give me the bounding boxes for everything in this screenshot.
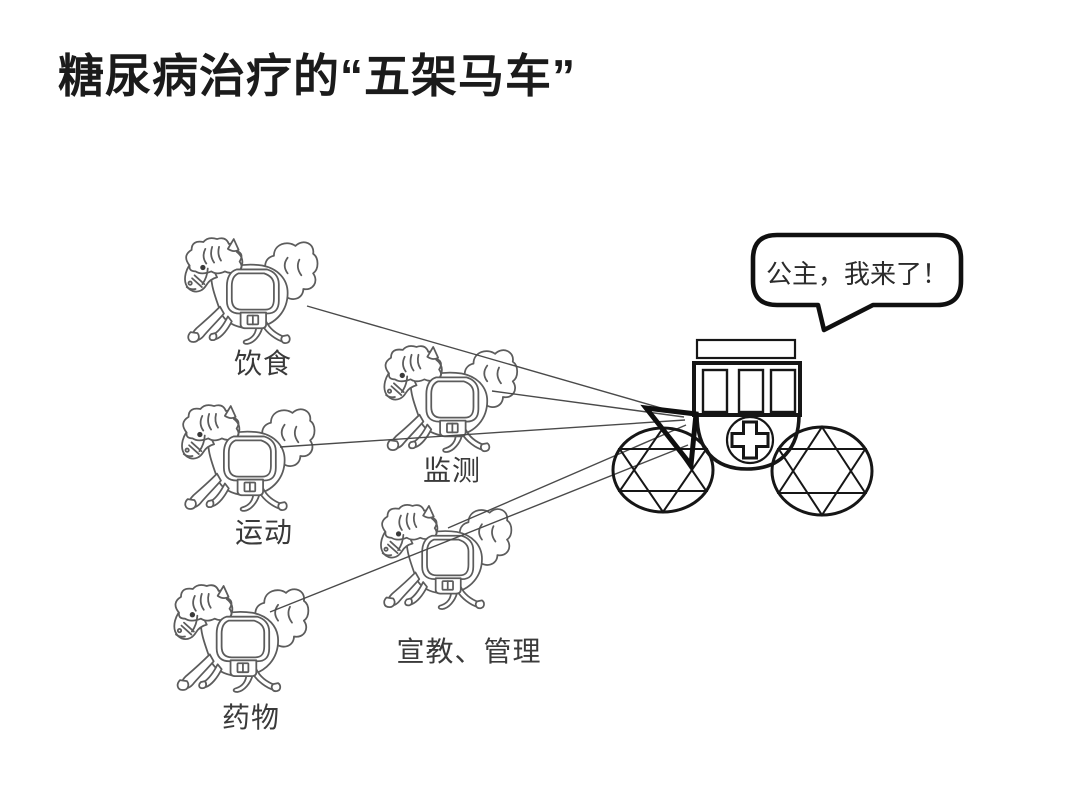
speech-bubble-text: 公主，我来了！ xyxy=(765,259,949,289)
rein-line-exercise xyxy=(279,419,686,448)
carriage-wheel-left xyxy=(611,426,715,514)
carriage-wheel-right xyxy=(770,425,874,517)
horse-label-diet: 饮食 xyxy=(233,348,293,379)
medical-cross-icon xyxy=(730,420,770,460)
horse-label-monitoring: 监测 xyxy=(422,455,482,486)
carriage-roof xyxy=(695,338,797,360)
horse-label-exercise: 运动 xyxy=(234,517,294,548)
rein-line-diet xyxy=(306,305,683,415)
hitch-triangle-icon xyxy=(640,404,699,472)
rein-lines xyxy=(269,305,689,613)
horse-exercise xyxy=(181,404,316,512)
page-title: 糖尿病治疗的“五架马车” xyxy=(58,50,576,102)
carriage-illustration xyxy=(611,338,874,517)
carriage-window-2 xyxy=(737,368,765,414)
rein-line-education-management xyxy=(447,424,687,529)
rein-line-monitoring xyxy=(491,390,685,418)
horse-medication xyxy=(173,584,310,693)
rein-line-medication xyxy=(269,444,689,613)
horse-education-management xyxy=(380,504,513,610)
carriage-window-1 xyxy=(701,368,729,414)
speech-bubble xyxy=(750,232,964,333)
horse-diet xyxy=(184,237,319,345)
wheel-star-right-icon xyxy=(776,425,868,517)
carriage-window-3 xyxy=(769,368,797,414)
horse-label-medication: 药物 xyxy=(221,702,281,733)
horse-label-education-management: 宣教、管理 xyxy=(396,636,542,667)
